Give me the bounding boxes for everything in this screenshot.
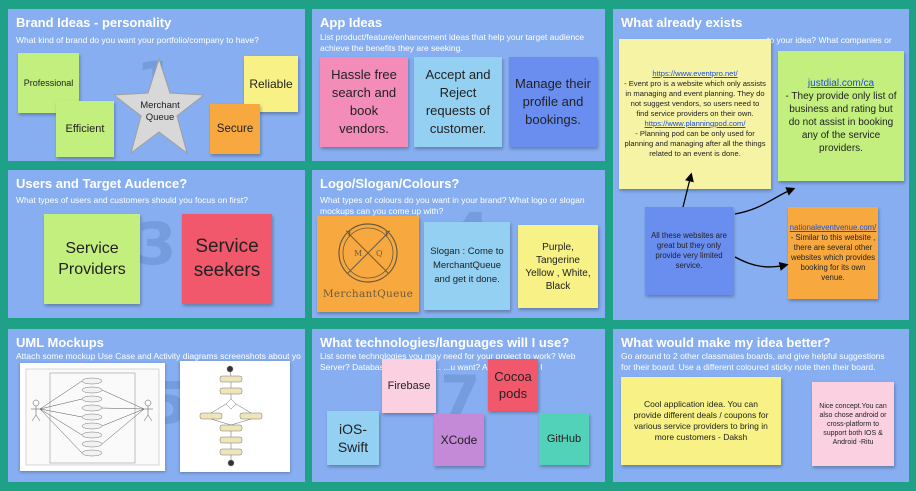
panel-title: Logo/Slogan/Colours? bbox=[320, 176, 460, 191]
use-case-diagram[interactable] bbox=[20, 363, 165, 471]
activity-diagram-drawing bbox=[199, 365, 263, 467]
logo-letter-m: M bbox=[354, 249, 362, 258]
sticky-note-justdial[interactable]: justdial.com/ca - They provide only list… bbox=[778, 51, 904, 181]
panel-description: List product/feature/enhancement ideas t… bbox=[320, 32, 585, 53]
sticky-note-ios-swift[interactable]: iOS-Swift bbox=[327, 411, 379, 465]
panel-title: What already exists bbox=[621, 15, 743, 30]
sticky-note-service-seekers[interactable]: Service seekers bbox=[182, 214, 272, 304]
panel-title: What would make my idea better? bbox=[621, 335, 831, 350]
panel-title: Users and Target Audence? bbox=[16, 176, 188, 191]
logo-mockup[interactable]: M Q MerchantQueue bbox=[317, 216, 419, 312]
sticky-note-firebase[interactable]: Firebase bbox=[382, 359, 436, 413]
panel-app-ideas: App Ideas List product/feature/enhanceme… bbox=[312, 9, 605, 161]
sticky-note-cocoa-pods[interactable]: Cocoa pods bbox=[488, 359, 538, 411]
star-shape[interactable] bbox=[114, 57, 204, 155]
panel-logo-slogan-colours: Logo/Slogan/Colours? What types of colou… bbox=[312, 170, 605, 318]
sticky-note-accept-reject[interactable]: Accept and Reject requests of customer. bbox=[414, 57, 502, 147]
panel-description: What kind of brand do you want your port… bbox=[16, 35, 259, 45]
logo-wordmark: MerchantQueue bbox=[322, 288, 414, 300]
panel-description: Attach some mockup Use Case and Activity… bbox=[16, 351, 301, 361]
sticky-note-nationaleventvenue[interactable]: nationaleventvenue.com/ - Similar to thi… bbox=[788, 207, 878, 299]
logo-emblem-icon: M Q bbox=[338, 223, 398, 283]
sticky-note-colours[interactable]: Purple, Tangerine Yellow , White, Black bbox=[518, 225, 598, 308]
logo-letter-q: Q bbox=[376, 249, 383, 258]
sticky-note-github[interactable]: GitHub bbox=[539, 413, 589, 465]
link-eventpro[interactable]: https://www.eventpro.net/ bbox=[652, 69, 738, 78]
panel-title: What technologies/languages will I use? bbox=[320, 335, 570, 350]
sticky-note-manage-profile[interactable]: Manage their profile and bookings. bbox=[509, 57, 597, 147]
panel-users-target-audience: Users and Target Audence? What types of … bbox=[8, 170, 305, 318]
sticky-note-xcode[interactable]: XCode bbox=[434, 414, 484, 466]
panel-description: What types of users and customers should… bbox=[16, 195, 248, 205]
star-label: Merchant Queue bbox=[140, 100, 180, 123]
sticky-note-secure[interactable]: Secure bbox=[210, 104, 260, 154]
panel-what-already-exists: What already exists to your idea? What c… bbox=[613, 9, 909, 320]
connector-arrows bbox=[682, 172, 796, 271]
link-nationaleventvenue[interactable]: nationaleventvenue.com/ bbox=[789, 223, 877, 232]
panel-title: Brand Ideas - personality bbox=[16, 15, 172, 30]
activity-diagram[interactable] bbox=[180, 361, 290, 472]
sticky-note-efficient[interactable]: Efficient bbox=[56, 101, 114, 157]
sticky-note-service-providers[interactable]: Service Providers bbox=[44, 214, 140, 304]
sticky-note-hassle-free[interactable]: Hassle free search and book vendors. bbox=[320, 57, 408, 147]
panel-uml-mockups: UML Mockups Attach some mockup Use Case … bbox=[8, 329, 305, 482]
panel-number: 3 bbox=[136, 210, 177, 278]
panel-technologies: What technologies/languages will I use? … bbox=[312, 329, 605, 482]
sticky-note-eventpro[interactable]: https://www.eventpro.net/ - Event pro is… bbox=[619, 39, 771, 189]
panel-brand-ideas: Brand Ideas - personality What kind of b… bbox=[8, 9, 305, 161]
sticky-note-slogan[interactable]: Slogan : Come to MerchantQueue and get i… bbox=[424, 222, 510, 310]
sticky-note-reliable[interactable]: Reliable bbox=[244, 56, 298, 112]
sticky-note-ritu-suggestion[interactable]: Nice concept.You can also chose android … bbox=[812, 382, 894, 466]
panel-title: App Ideas bbox=[320, 15, 383, 30]
link-planningpod[interactable]: https://www.planningpod.com/ bbox=[644, 119, 746, 128]
use-case-diagram-drawing bbox=[25, 368, 160, 466]
sticky-note-limited-service[interactable]: All these websites are great but they on… bbox=[645, 207, 733, 295]
panel-description: Go around to 2 other classmates boards, … bbox=[621, 351, 885, 372]
panel-title: UML Mockups bbox=[16, 335, 104, 350]
link-justdial[interactable]: justdial.com/ca bbox=[807, 78, 875, 89]
panel-idea-better: What would make my idea better? Go aroun… bbox=[613, 329, 909, 482]
panel-description: to your idea? What companies or bbox=[767, 35, 892, 45]
panel-description: What types of colours do you want in you… bbox=[320, 195, 585, 216]
sticky-note-daksh-suggestion[interactable]: Cool application idea. You can provide d… bbox=[621, 377, 781, 465]
